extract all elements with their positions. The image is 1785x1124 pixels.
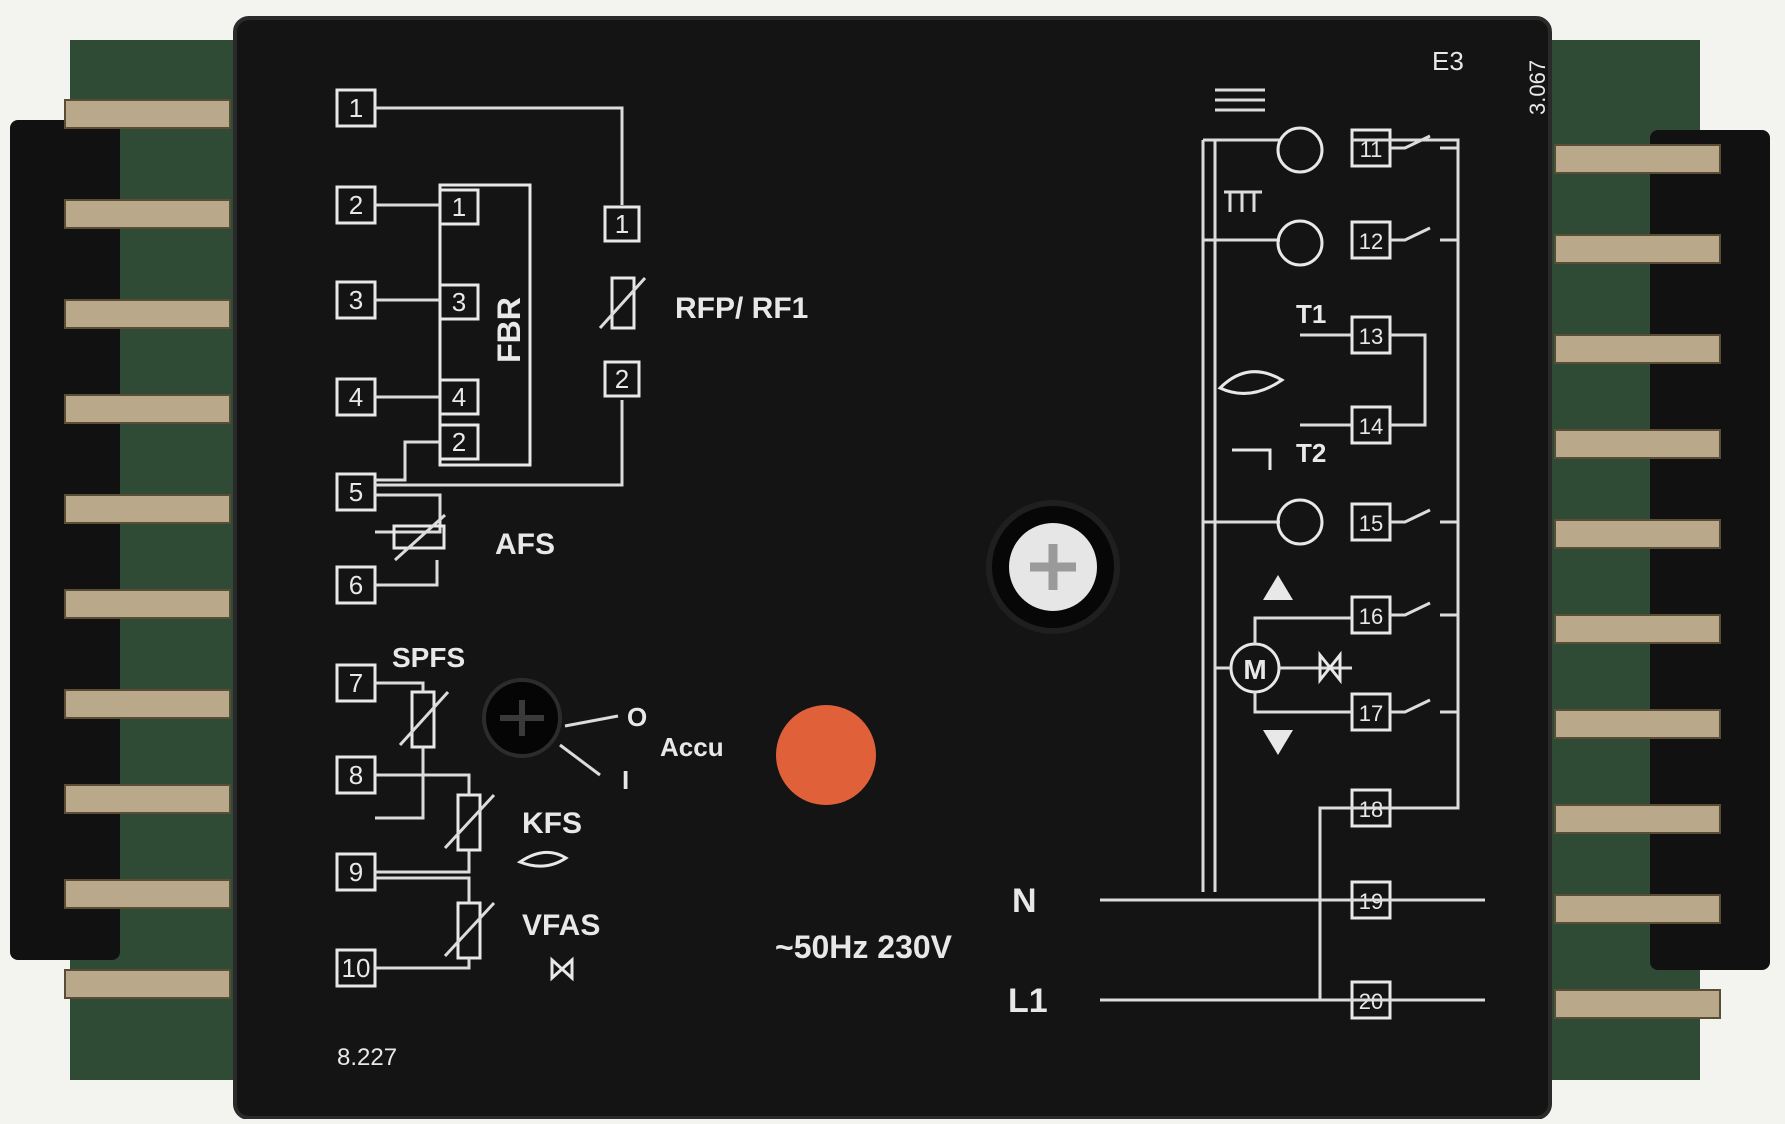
rfp-sensor: 1 2 RFP/ RF1 [598, 205, 808, 398]
spade-terminal [1554, 234, 1721, 264]
accu-switch[interactable]: O I Accu [482, 678, 724, 795]
code-side: 3.067 [1525, 60, 1550, 115]
spade-terminal [1554, 989, 1721, 1019]
left-terminal-box [335, 472, 377, 512]
right-terminal-number: 14 [1359, 414, 1383, 439]
left-terminal-number: 4 [349, 382, 363, 412]
code-bottom: 8.227 [337, 1044, 397, 1071]
right-terminal-number: 17 [1359, 701, 1383, 726]
spade-terminal [1554, 709, 1721, 739]
fbr-pin-1: 1 [452, 192, 466, 222]
right-schematic: M T1 T2 N L1 [1008, 88, 1485, 1020]
kfs-sensor: KFS [375, 773, 582, 874]
left-terminal-number: 5 [349, 477, 363, 507]
vfas-label: VFAS [522, 909, 600, 942]
right-terminal-number: 15 [1359, 511, 1383, 536]
kfs-label: KFS [522, 807, 582, 840]
left-terminal-number: 6 [349, 570, 363, 600]
left-terminal-number: 7 [349, 668, 363, 698]
spade-terminal [1554, 334, 1721, 364]
spade-terminal [1554, 519, 1721, 549]
motor-label: M [1243, 654, 1266, 685]
relay-contact [1390, 226, 1458, 242]
rfp-pin-2: 2 [615, 364, 629, 394]
accu-off-label: I [622, 765, 629, 795]
t2-label: T2 [1296, 438, 1326, 468]
power-label: ~50Hz 230V [775, 929, 953, 965]
spade-terminal [1554, 429, 1721, 459]
relay-contact [1390, 698, 1458, 714]
fbr-pin-3: 3 [452, 287, 466, 317]
right-terminal-number: 12 [1359, 229, 1383, 254]
relay-contact [1390, 601, 1458, 617]
left-terminal-number: 10 [342, 953, 371, 983]
fbr-block: 1 3 4 2 FBR [438, 183, 532, 467]
spade-terminal [64, 199, 231, 229]
vfas-sensor: VFAS [375, 876, 600, 982]
accu-on-label: O [627, 702, 647, 732]
spade-terminal [1554, 144, 1721, 174]
spade-terminal [64, 589, 231, 619]
heater-icon [1224, 190, 1262, 212]
spfs-label: SPFS [392, 642, 465, 673]
spade-terminal [64, 879, 231, 909]
fbr-pin-4: 4 [452, 382, 466, 412]
mount-screw [986, 500, 1120, 634]
tap-icon [1232, 448, 1272, 470]
fbr-label: FBR [491, 297, 527, 363]
left-terminal-number: 1 [349, 93, 363, 123]
t1-label: T1 [1296, 299, 1326, 329]
radiator-icon [1215, 88, 1265, 112]
spade-terminal [64, 494, 231, 524]
left-terminal-number: 8 [349, 760, 363, 790]
spade-terminal [1554, 894, 1721, 924]
rfp-pin-1: 1 [615, 209, 629, 239]
left-terminal-number: 9 [349, 857, 363, 887]
line-n-label: N [1012, 882, 1037, 920]
flame-icon [516, 850, 569, 868]
rfp-label: RFP/ RF1 [675, 292, 808, 325]
left-terminal-boxes: 1 2 3 4 5 6 7 8 9 10 [335, 88, 377, 988]
line-l1-label: L1 [1008, 982, 1048, 1020]
right-terminal-number: 11 [1360, 137, 1383, 162]
spade-terminal [1554, 614, 1721, 644]
left-terminal-number: 2 [349, 190, 363, 220]
spade-terminal [64, 969, 231, 999]
right-terminal-number: 16 [1359, 604, 1383, 629]
burner-flame-icon [1217, 370, 1285, 395]
spfs-sensor: SPFS [375, 642, 465, 820]
right-spade-terminals [1554, 144, 1721, 1019]
spade-terminal [64, 689, 231, 719]
left-spade-terminals [64, 99, 231, 999]
spade-terminal [64, 394, 231, 424]
afs-sensor: AFS [375, 513, 555, 587]
fbr-pin-2: 2 [452, 427, 466, 457]
spade-terminal [64, 99, 231, 129]
right-terminal-number: 13 [1359, 324, 1383, 349]
left-terminal-number: 3 [349, 285, 363, 315]
housing [235, 18, 1550, 1118]
code-top: E3 [1432, 46, 1464, 76]
afs-label: AFS [495, 528, 555, 561]
indicator-dot [776, 705, 876, 805]
spade-terminal [1554, 804, 1721, 834]
valve-icon [550, 956, 574, 982]
connector-block-left [10, 120, 120, 960]
accu-label: Accu [660, 732, 724, 762]
relay-contact [1390, 508, 1458, 524]
spade-terminal [64, 784, 231, 814]
spade-terminal [64, 299, 231, 329]
